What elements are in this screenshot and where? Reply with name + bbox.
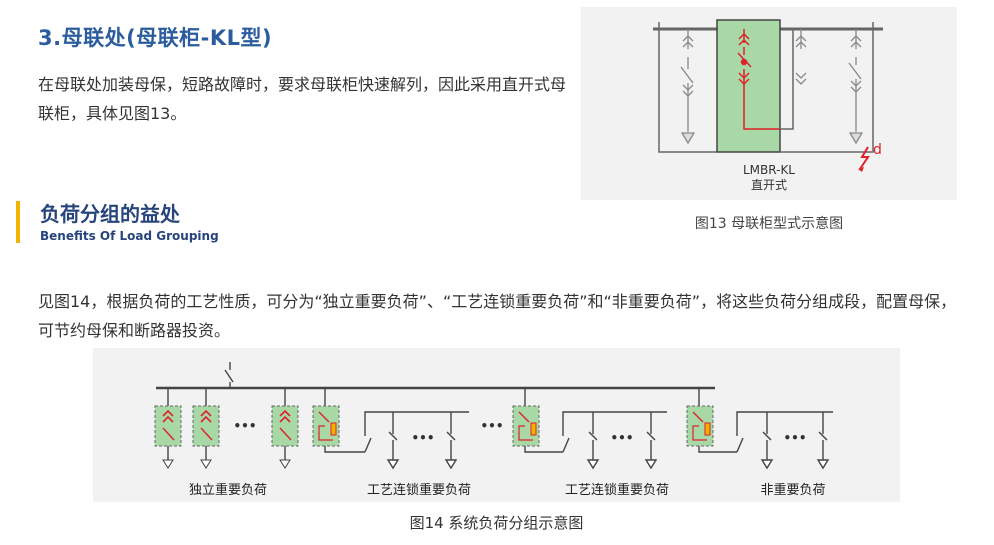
group-interlocked-b: •••	[512, 388, 667, 470]
feeder-right-1	[795, 29, 807, 85]
ellipsis: •••	[480, 419, 503, 433]
ellipsis: •••	[783, 431, 806, 445]
fault-icon	[858, 146, 870, 172]
cabinet-2	[192, 388, 220, 469]
cabinet-label-model: LMBR-KL	[743, 163, 795, 177]
feeder-right-2	[848, 29, 864, 145]
group-non-important: •••	[686, 388, 833, 470]
bus-tie-cabinet	[716, 19, 781, 153]
group-label-non-important: 非重要负荷	[760, 482, 825, 498]
figure-13: d LMBR-KL 直开式	[581, 7, 957, 200]
section-title: 负荷分组的益处	[40, 202, 180, 226]
group-independent-loads: •••	[154, 388, 299, 469]
paragraph-grouping: 见图14，根据负荷的工艺性质，可分为“独立重要负荷”、“工艺连锁重要负荷”和“非…	[38, 292, 957, 340]
section-heading-bus-tie: 3.母联处(母联柜-KL型)	[38, 26, 273, 50]
figure-13-caption: 图13 母联柜型式示意图	[694, 216, 844, 232]
ellipsis: •••	[233, 419, 256, 433]
group-label-independent: 独立重要负荷	[189, 482, 267, 498]
figure-14-caption: 图14 系统负荷分组示意图	[409, 514, 584, 532]
incoming-feeder	[224, 362, 234, 388]
group-interlocked-a: •••	[312, 388, 469, 470]
cabinet-1	[154, 388, 182, 469]
bus-tie-breaker	[737, 29, 780, 130]
feeder-left	[680, 29, 696, 145]
group-label-interlocked-a: 工艺连锁重要负荷	[367, 482, 471, 498]
fault-label: d	[873, 142, 882, 158]
cabinet-3	[271, 388, 299, 469]
group-label-interlocked-b: 工艺连锁重要负荷	[565, 482, 669, 498]
ellipsis: •••	[411, 431, 434, 445]
paragraph-bus-tie: 在母联处加装母保，短路故障时，要求母联柜快速解列，因此采用直开式母联柜，具体见图…	[38, 75, 567, 123]
figure-14-diagram: ••• ••• •••	[154, 362, 833, 498]
section-subtitle: Benefits Of Load Grouping	[40, 229, 219, 243]
section-accent-bar	[16, 201, 20, 243]
figure-14: ••• ••• •••	[93, 348, 900, 502]
ellipsis: •••	[610, 431, 633, 445]
figure-13-diagram: d LMBR-KL 直开式	[653, 19, 883, 192]
cabinet-label-type: 直开式	[751, 178, 787, 192]
